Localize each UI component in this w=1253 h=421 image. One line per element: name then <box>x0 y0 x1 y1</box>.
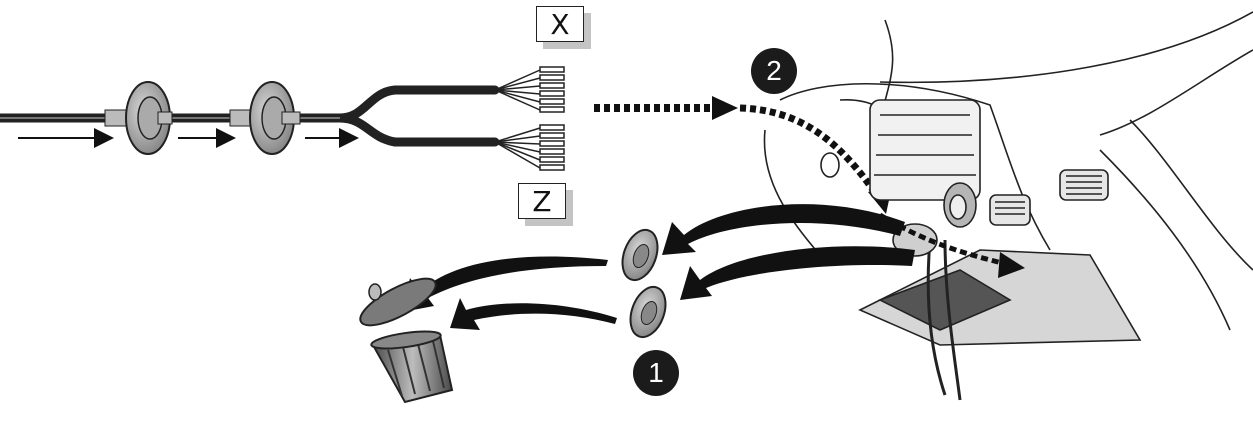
removal-arrows <box>402 204 915 330</box>
dashed-route-arrow <box>594 96 892 214</box>
scooter-front-panel <box>763 11 1253 401</box>
main-cable <box>0 85 500 147</box>
cable-assembly <box>0 66 565 171</box>
grommet-1 <box>104 81 173 155</box>
step-badge-1: 1 <box>633 350 679 396</box>
removed-grommet-lower <box>629 285 667 339</box>
grommet-2 <box>229 81 301 155</box>
removed-grommet-upper <box>621 228 659 282</box>
wire-ends-upper <box>494 66 565 113</box>
label-x: X <box>536 6 584 42</box>
step-badge-2: 2 <box>751 48 797 94</box>
label-z: Z <box>518 183 566 219</box>
wire-ends-lower <box>494 124 565 171</box>
trash-bin-icon <box>359 277 454 404</box>
panel-route-arrow <box>878 212 1011 268</box>
